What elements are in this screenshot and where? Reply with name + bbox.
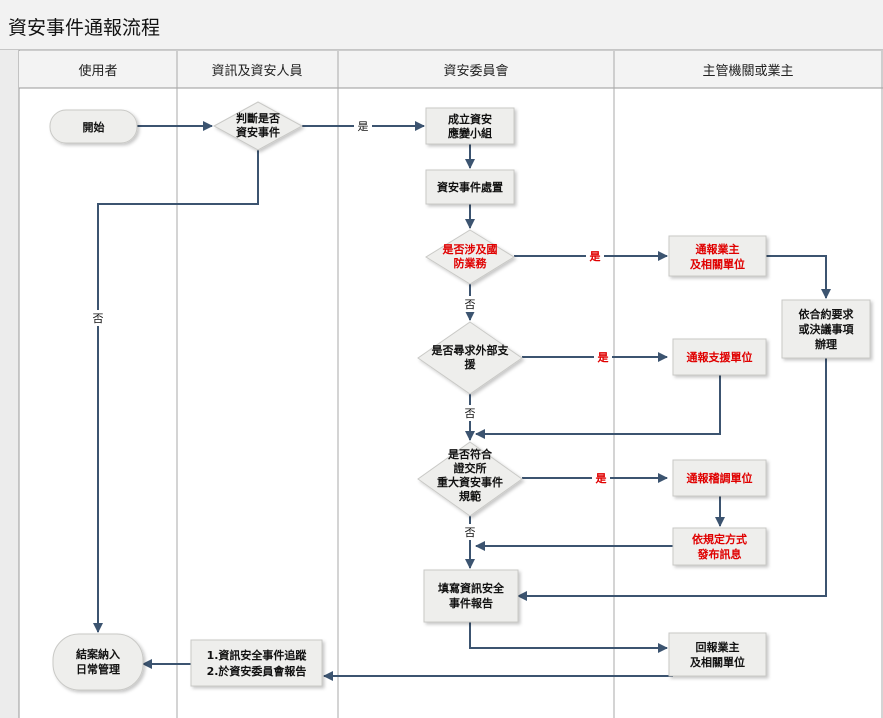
report-back-label-line: 及相關單位	[690, 655, 745, 669]
external-label-line: 是否尋求外部支	[431, 343, 510, 357]
contract-label-line: 或決議事項	[799, 322, 855, 336]
edge-contract-fill-report	[517, 358, 827, 601]
handle-label: 資安事件處置	[437, 180, 503, 194]
external-label-line: 援	[465, 357, 477, 371]
notify-support-node: 通報支援單位	[672, 338, 767, 376]
report-back-label-line: 回報業主	[696, 640, 740, 654]
incident-handling-node: 資安事件處置	[425, 169, 515, 205]
regulation-decision: 是否符合 證交所 重大資安事件 規範	[417, 441, 523, 517]
edge-fill-report-report-back	[469, 622, 668, 653]
judge-label-line: 判斷是否	[236, 111, 280, 125]
track-report-node: 1.資訊安全事件追蹤 2.於資安委員會報告	[190, 639, 323, 687]
edge-label-yes: 是	[595, 472, 608, 485]
close-label-line: 日常管理	[76, 662, 120, 676]
close-label-line: 結案納入	[76, 647, 120, 661]
notify-owner-node: 通報業主 及相關單位	[668, 235, 767, 277]
track-label-line: 2.於資安委員會報告	[207, 664, 307, 678]
response-team-node: 成立資安 應變小組	[425, 107, 515, 145]
lane-header-security-committee: 資安委員會	[443, 64, 508, 79]
edge-notify-owner-contract	[766, 255, 831, 299]
defense-business-decision: 是否涉及國 防業務	[425, 229, 515, 285]
contract-label-line: 辦理	[815, 337, 837, 351]
edge-label-no: 否	[465, 526, 476, 539]
publish-message-node: 依規定方式 發布訊息	[672, 527, 767, 566]
edge-label-yes: 是	[589, 250, 602, 263]
publish-label-line: 依規定方式	[692, 532, 747, 546]
lane-header-it-security: 資訊及資安人員	[211, 64, 302, 79]
team-label-line: 成立資安	[448, 112, 492, 126]
edge-label-no: 否	[93, 312, 104, 325]
publish-label-line: 發布訊息	[697, 547, 742, 561]
left-margin	[0, 50, 19, 718]
lane-header-user: 使用者	[78, 63, 117, 79]
judge-security-event-decision: 判斷是否 資安事件	[212, 101, 304, 151]
fill-report-label-line: 填寫資訊安全	[438, 581, 505, 595]
notify-audit-label: 通報稽調單位	[687, 471, 753, 485]
defense-label-line: 防業務	[454, 256, 488, 270]
lane-header-band	[19, 51, 883, 88]
lane-header-authority-owner: 主管機關或業主	[702, 63, 793, 79]
judge-label-line: 資安事件	[236, 125, 280, 139]
edge-judge-close	[93, 150, 259, 633]
external-support-decision: 是否尋求外部支 援	[417, 321, 523, 395]
fill-report-node: 填寫資訊安全 事件報告	[423, 569, 519, 623]
notify-owner-label-line: 通報業主	[696, 242, 740, 256]
edge-notify-support-join	[475, 375, 721, 439]
title-band	[0, 0, 883, 50]
track-label-line: 1.資訊安全事件追蹤	[207, 648, 308, 662]
edge-label-no: 否	[465, 407, 476, 420]
regulation-label-line: 規範	[459, 489, 481, 503]
start-node: 開始	[49, 109, 138, 144]
regulation-label-line: 重大資安事件	[437, 475, 503, 489]
edge-label-yes: 是	[597, 351, 610, 364]
report-back-node: 回報業主 及相關單位	[668, 632, 767, 677]
regulation-label-line: 證交所	[454, 461, 487, 475]
regulation-label-line: 是否符合	[447, 447, 493, 461]
notify-audit-node: 通報稽調單位	[672, 459, 767, 497]
notify-owner-label-line: 及相關單位	[690, 257, 745, 271]
notify-support-label: 通報支援單位	[687, 350, 753, 364]
close-node: 結案納入 日常管理	[52, 633, 144, 691]
contract-label-line: 依合約要求	[799, 307, 855, 321]
diagram-title: 資安事件通報流程	[8, 17, 160, 39]
team-label-line: 應變小組	[448, 126, 492, 140]
edge-label-no: 否	[465, 298, 476, 311]
start-label: 開始	[83, 120, 105, 134]
contract-requirement-node: 依合約要求 或決議事項 辦理	[781, 299, 871, 359]
fill-report-label-line: 事件報告	[449, 596, 493, 610]
defense-label-line: 是否涉及國	[442, 242, 498, 256]
edge-label-yes: 是	[358, 120, 369, 133]
